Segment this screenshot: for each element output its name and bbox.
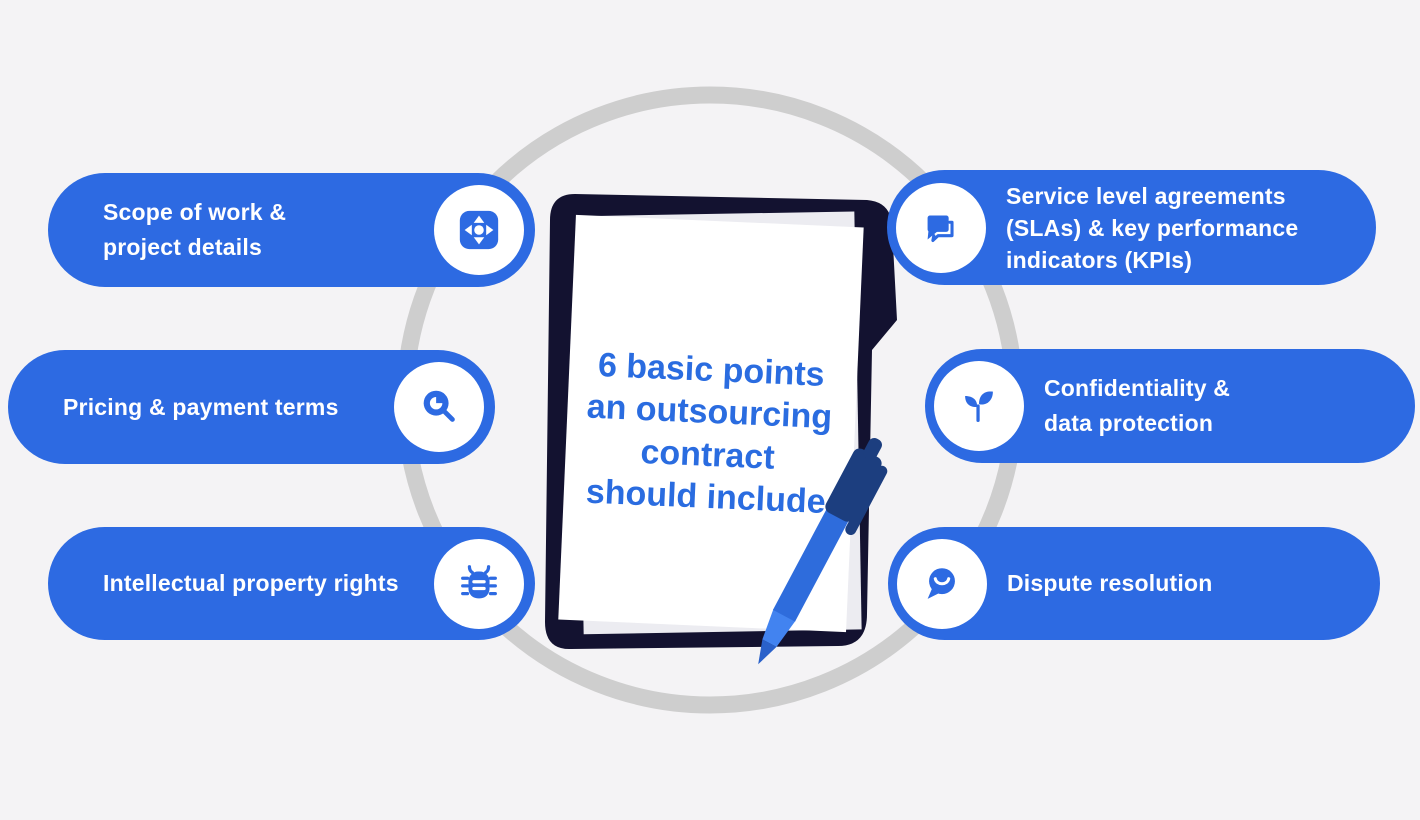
pen-clip <box>845 465 888 536</box>
label-line: Intellectual property rights <box>103 570 399 596</box>
seedling-icon <box>965 391 993 423</box>
pill-icon-circle <box>434 185 524 275</box>
pill-icon-circle <box>896 182 986 273</box>
chat-bubbles-icon <box>927 215 954 242</box>
pill-dispute: Dispute resolution <box>888 527 1380 640</box>
pill-icon-circle <box>934 361 1024 451</box>
bug-icon <box>461 564 497 598</box>
move-icon <box>459 210 499 250</box>
pill-icon-circle <box>434 538 524 629</box>
paper-front-sheet: 6 basic points an outsourcing contract s… <box>558 214 864 633</box>
label-line: indicators (KPIs) <box>1006 246 1193 273</box>
pen-illustration <box>758 437 888 665</box>
label-line: Service level agreements <box>1006 182 1286 209</box>
label-line: data protection <box>1044 410 1214 436</box>
pen-body <box>772 507 850 622</box>
pill-confidentiality-label: Confidentiality & data protection <box>925 371 1230 441</box>
label-line: Pricing & payment terms <box>63 393 339 420</box>
pen-cap-nub <box>863 437 882 460</box>
pill-scope-of-work: Scope of work & project details <box>48 173 535 287</box>
pill-icon-circle <box>394 362 484 452</box>
pen-nib <box>758 639 777 665</box>
label-line: Confidentiality & <box>1044 375 1231 401</box>
pill-pricing-label: Pricing & payment terms <box>8 390 339 425</box>
smile-bubble-icon <box>927 567 955 599</box>
pen-cap <box>825 448 882 522</box>
pill-dispute-label: Dispute resolution <box>888 566 1213 601</box>
pen-cone <box>762 608 796 647</box>
pill-confidentiality: Confidentiality & data protection <box>925 349 1415 463</box>
pill-scope-of-work-label: Scope of work & project details <box>48 195 286 265</box>
pill-sla-kpi: Service level agreements (SLAs) & key pe… <box>887 170 1376 285</box>
pill-pricing: Pricing & payment terms <box>8 350 495 464</box>
pill-icon-circle <box>897 538 987 629</box>
pill-ip-rights-label: Intellectual property rights <box>48 566 399 601</box>
search-icon <box>423 390 455 422</box>
pill-sla-kpi-label: Service level agreements (SLAs) & key pe… <box>887 180 1298 276</box>
label-line: Scope of work & <box>103 199 287 225</box>
pill-ip-rights: Intellectual property rights <box>48 527 535 640</box>
label-line: (SLAs) & key performance <box>1006 214 1299 241</box>
label-line: Dispute resolution <box>1007 570 1213 596</box>
title-line-3: contract <box>640 433 776 477</box>
label-line: project details <box>103 234 262 260</box>
